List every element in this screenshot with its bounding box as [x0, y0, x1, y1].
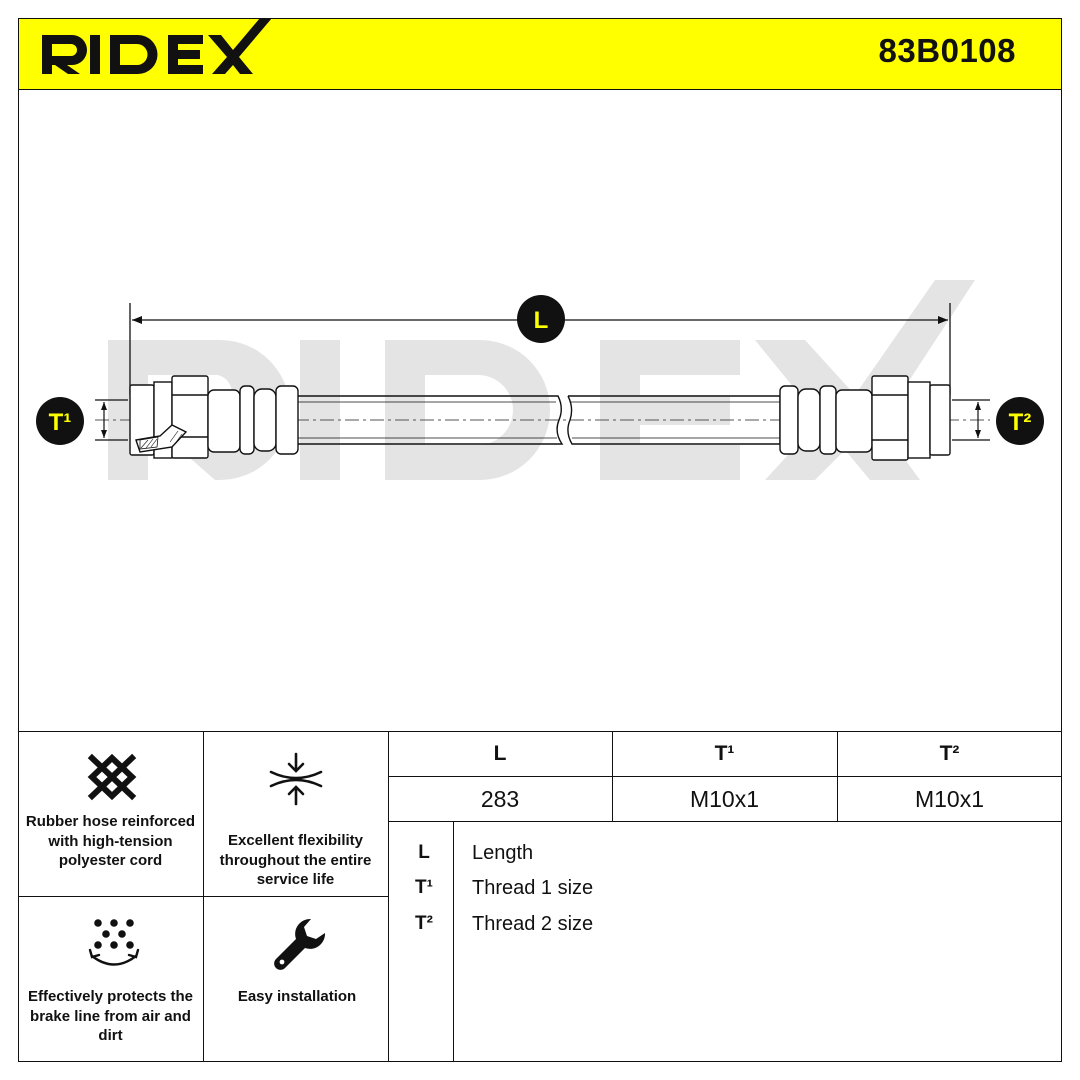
marker-t1-label: T¹ — [49, 409, 72, 436]
right-fitting — [779, 375, 951, 461]
table-value-t2: M10x1 — [914, 786, 985, 812]
legend-key-l: L — [418, 842, 430, 863]
table-value-t1: M10x1 — [689, 786, 760, 812]
marker-t2-label: T² — [1009, 409, 1032, 436]
bottom-divider — [18, 731, 1062, 732]
marker-l — [517, 295, 565, 343]
hose-body — [298, 395, 781, 445]
feature-text-installation: Easy installation — [237, 988, 357, 1005]
legend-key-t1: T¹ — [415, 877, 433, 898]
table-header-t2: T² — [939, 742, 960, 765]
legend-key-t2: T² — [415, 913, 433, 934]
legend-label-thread1: Thread 1 size — [472, 877, 594, 899]
table-value-l: 283 — [480, 786, 520, 812]
left-fitting — [129, 375, 299, 459]
feature-text-protection: Effectively protects the brake line from… — [27, 988, 194, 1044]
flexibility-arrows-icon — [269, 752, 323, 806]
table-header-t1: T¹ — [714, 742, 735, 765]
part-number: 83B0108 — [878, 32, 1016, 69]
marker-l-label: L — [534, 307, 549, 334]
table-bottom-divider — [388, 821, 1062, 822]
ridex-logo — [42, 18, 272, 74]
legend-label-thread2: Thread 2 size — [472, 913, 594, 935]
marker-t2 — [996, 397, 1044, 445]
legend-divider — [453, 821, 454, 1062]
crosshatch-icon — [87, 753, 137, 801]
wrench-icon — [274, 918, 326, 970]
table-header-divider — [388, 776, 1062, 777]
feature-row-divider — [18, 896, 389, 897]
table-header-l: L — [493, 742, 507, 765]
marker-t1 — [36, 397, 84, 445]
protection-particles-icon — [88, 919, 140, 966]
feature-text-reinforced: Rubber hose reinforced with high-tension… — [25, 813, 196, 869]
feature-text-flexibility: Excellent flexibility throughout the ent… — [219, 832, 372, 888]
legend-label-length: Length — [472, 842, 534, 864]
